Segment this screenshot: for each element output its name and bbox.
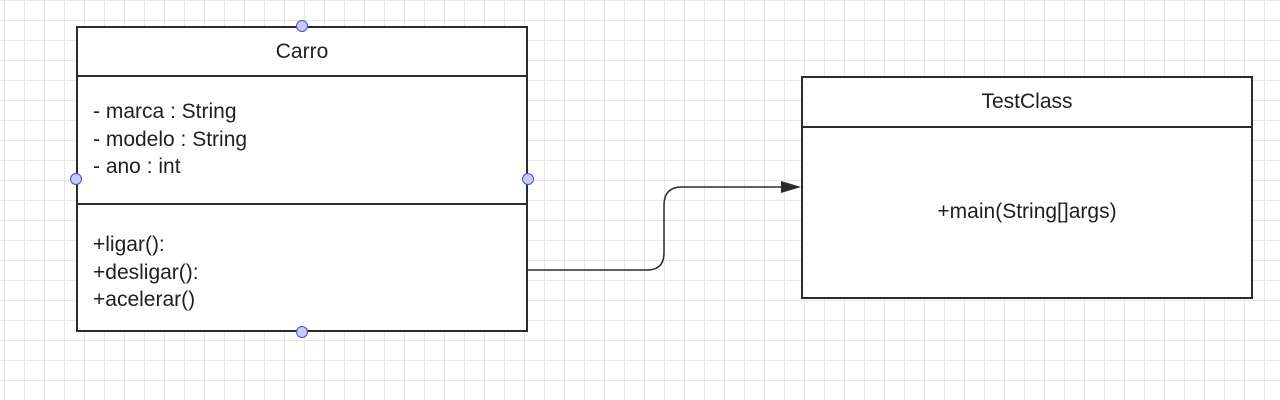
right-resize-handle[interactable] xyxy=(522,173,534,185)
carro-class-name: Carro xyxy=(78,28,526,77)
carro-attributes: - marca : String - modelo : String - ano… xyxy=(78,75,526,205)
top-resize-handle[interactable] xyxy=(296,20,308,32)
method-acelerar: +acelerar() xyxy=(93,288,196,311)
left-resize-handle[interactable] xyxy=(70,173,82,185)
arrowhead-icon xyxy=(781,181,801,193)
method-main: +main(String[]args) xyxy=(937,199,1117,223)
testclass-methods: +main(String[]args) xyxy=(803,126,1251,297)
bottom-resize-handle[interactable] xyxy=(296,326,308,338)
attribute-ano: - ano : int xyxy=(93,155,181,178)
association-connector[interactable] xyxy=(528,186,781,271)
attribute-marca: - marca : String xyxy=(93,100,237,123)
attribute-modelo: - modelo : String xyxy=(93,127,248,151)
method-desligar: +desligar(): xyxy=(93,260,199,284)
method-ligar: +ligar(): xyxy=(93,233,165,256)
testclass-class[interactable]: TestClass +main(String[]args) xyxy=(801,76,1253,299)
testclass-class-name: TestClass xyxy=(803,78,1251,128)
carro-methods: +ligar(): +desligar(): +acelerar() xyxy=(78,205,526,330)
carro-class[interactable]: Carro - marca : String - modelo : String… xyxy=(76,26,528,332)
